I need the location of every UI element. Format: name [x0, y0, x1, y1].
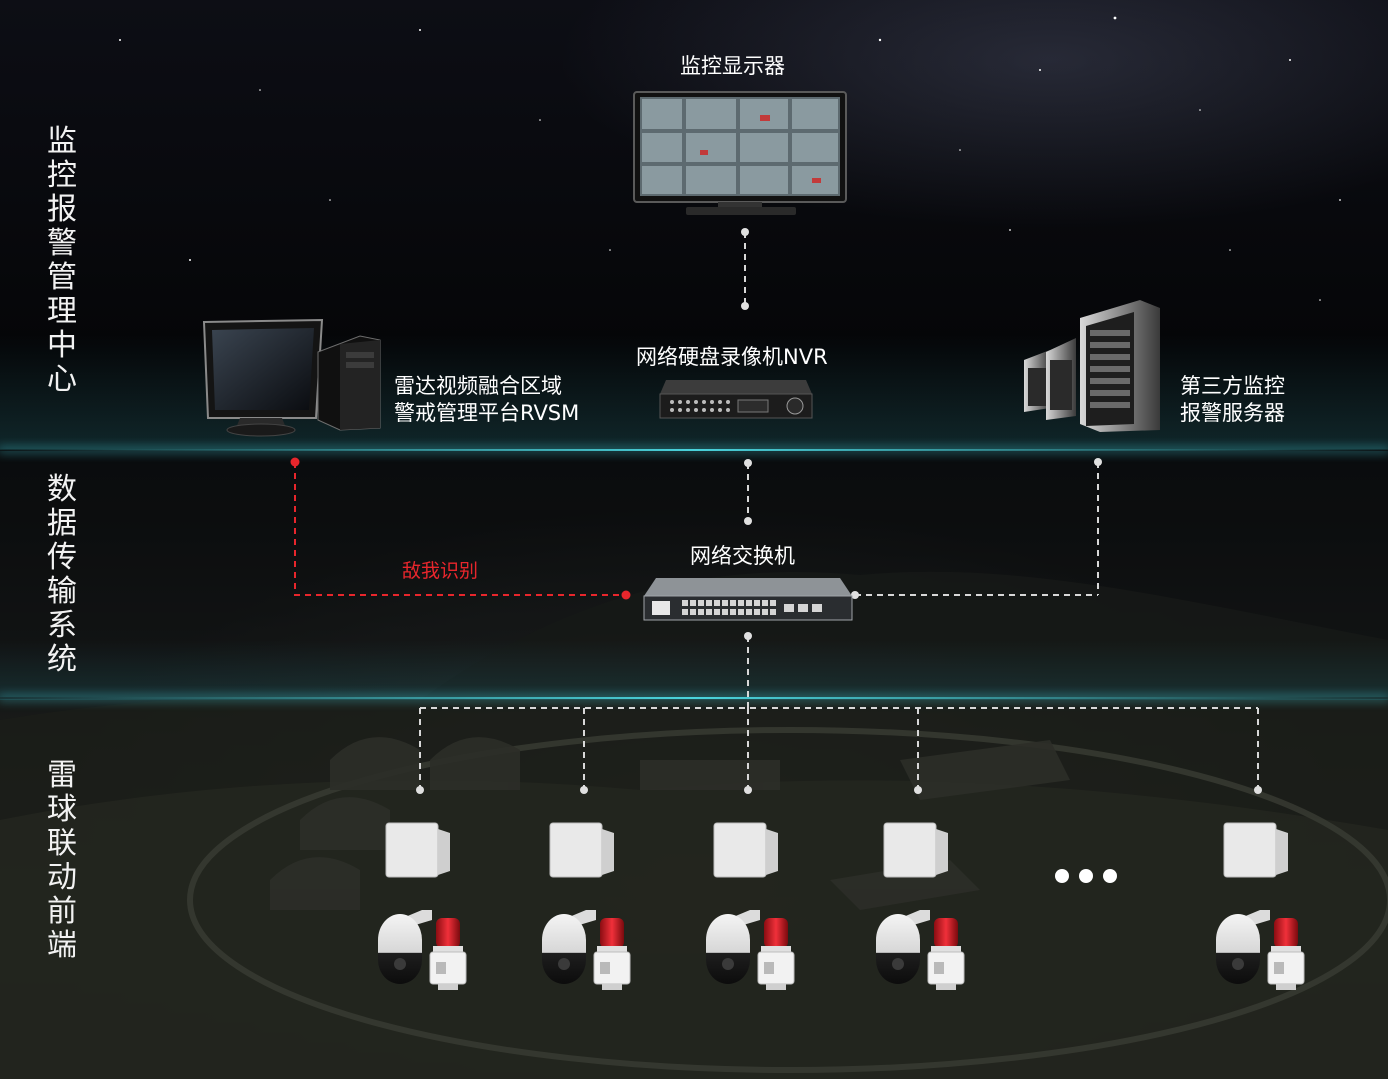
front-end-unit — [378, 822, 467, 990]
layer-label-management: 监控报警管理中心 — [47, 124, 77, 397]
radar-panel-icon — [549, 822, 603, 878]
front-end-units — [378, 822, 1305, 990]
stars — [119, 16, 1341, 301]
layer-label-front-end: 雷球联动前端 — [47, 758, 77, 963]
platform-label-line2: 警戒管理平台RVSM — [394, 401, 580, 425]
radar-panel-icon — [1223, 822, 1277, 878]
radar-panel-icon — [883, 822, 937, 878]
server-rack-icon — [1024, 300, 1160, 432]
front-end-unit — [876, 822, 965, 990]
front-end-unit — [706, 822, 795, 990]
separator-bottom — [0, 697, 1388, 699]
wall-monitor-icon — [633, 91, 847, 215]
layer-label-transmission: 数据传输系统 — [47, 472, 77, 677]
warning-lamp-icon — [927, 918, 965, 990]
friend-foe-link — [294, 462, 626, 596]
warning-lamp-icon — [1267, 918, 1305, 990]
workstation-computer-icon — [202, 318, 381, 437]
network-switch-icon — [643, 578, 853, 621]
front-end-unit — [542, 822, 631, 990]
warning-lamp-icon — [757, 918, 795, 990]
dome-camera-icon — [542, 910, 596, 984]
switch-label: 网络交换机 — [690, 544, 795, 568]
radar-panel-icon — [713, 822, 767, 878]
third-party-label-line2: 报警服务器 — [1180, 401, 1285, 425]
warning-lamp-icon — [593, 918, 631, 990]
warning-lamp-icon — [429, 918, 467, 990]
dome-camera-icon — [1216, 910, 1270, 984]
nvr-device-icon — [659, 380, 813, 419]
third-party-label-line1: 第三方监控 — [1180, 374, 1285, 398]
dome-camera-icon — [378, 910, 432, 984]
nvr-label: 网络硬盘录像机NVR — [636, 345, 828, 369]
more-units-ellipsis — [1055, 869, 1117, 883]
radar-panel-icon — [385, 822, 439, 878]
dome-camera-icon — [706, 910, 760, 984]
friend-foe-label: 敌我识别 — [402, 560, 479, 582]
monitor-label: 监控显示器 — [680, 54, 785, 78]
platform-label-line1: 雷达视频融合区域 — [394, 374, 562, 398]
dome-camera-icon — [876, 910, 930, 984]
separator-top — [0, 449, 1388, 451]
front-end-unit — [1216, 822, 1305, 990]
